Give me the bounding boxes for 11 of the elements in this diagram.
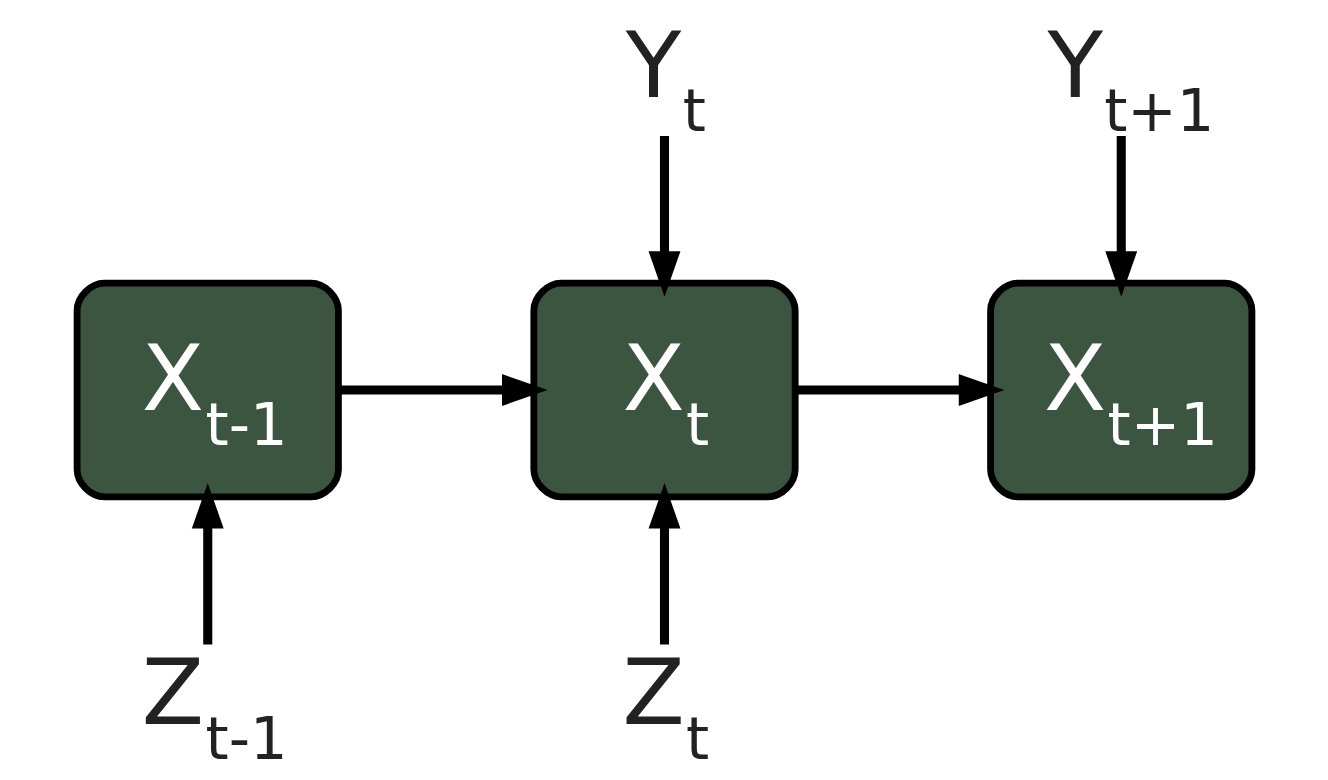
node-text: Y$_{t}$ [625,12,706,146]
arrow [648,136,680,297]
arrow [191,483,224,645]
node-box: X$_{t-1}$ [73,279,342,501]
node-text: Y$_{t+1}$ [1046,12,1214,146]
arrow [648,483,680,645]
node-text: Z$_{t}$ [621,640,709,773]
node-text: Z$_{t-1}$ [141,640,288,773]
arrow [1104,136,1137,297]
node-box: X$_{t+1}$ [986,279,1255,501]
node-box: X$_{t}$ [529,279,799,501]
